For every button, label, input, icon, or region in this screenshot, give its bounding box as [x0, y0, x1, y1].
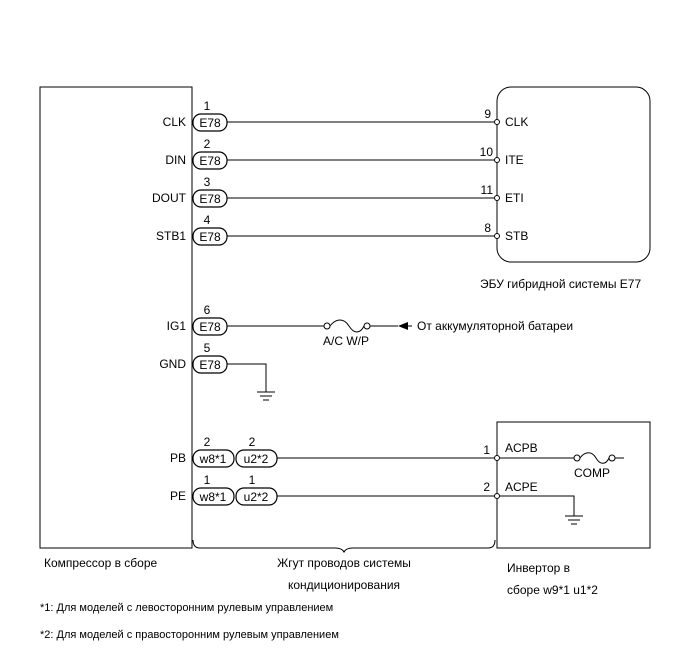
connector-label-u2-pb: u2*2 — [244, 452, 269, 466]
compressor-label: Компрессор в сборе — [44, 556, 158, 570]
harness-label-line1: Жгут проводов системы — [277, 556, 411, 570]
ecu-pin-number-11: 11 — [481, 183, 494, 197]
pin-number-stb1: 4 — [204, 213, 211, 227]
battery-label: От аккумуляторной батареи — [417, 319, 573, 333]
harness-bracket — [192, 539, 496, 554]
connector-label-stb1: E78 — [199, 230, 221, 244]
fuse-ac-wp-icon — [323, 319, 371, 333]
ecu-pin-number-10: 10 — [480, 145, 494, 159]
arrow-left-icon — [398, 322, 408, 330]
pin-label-gnd: GND — [159, 357, 186, 371]
pin-label-stb1: STB1 — [156, 229, 186, 243]
connector-w8-pe — [192, 487, 235, 506]
connector-label-w8-pb: w8*1 — [199, 452, 227, 466]
pin-label-din: DIN — [165, 153, 186, 167]
row-din: DIN 2 E78 10 ITE — [165, 137, 524, 170]
pin-number-u2-pb: 2 — [249, 435, 256, 449]
pin-label-clk: CLK — [163, 115, 186, 129]
ground-icon — [565, 515, 583, 525]
terminal-inverter-1 — [494, 455, 500, 461]
pin-label-ig1: IG1 — [167, 319, 187, 333]
pin-label-pe: PE — [170, 489, 186, 503]
ecu-pin-label-eti: ETI — [505, 191, 524, 205]
inverter-pin-number-2: 2 — [483, 480, 490, 494]
pin-number-ig1: 6 — [204, 303, 211, 317]
footnote-2: *2: Для моделей с правосторонним рулевым… — [40, 629, 339, 641]
inverter-label-line2: сборе w9*1 u1*2 — [507, 583, 598, 597]
ground-icon — [257, 391, 275, 401]
inverter-box — [496, 421, 651, 549]
pin-label-dout: DOUT — [152, 191, 187, 205]
terminal-ecu-8 — [494, 233, 500, 239]
fuse-comp-label: COMP — [574, 466, 610, 480]
connector-label-u2-pe: u2*2 — [244, 490, 269, 504]
connector-label-ig1: E78 — [199, 320, 221, 334]
ecu-pin-label-clk: CLK — [505, 115, 528, 129]
connector-label-clk: E78 — [199, 116, 221, 130]
row-stb1: STB1 4 E78 8 STB — [156, 213, 528, 246]
fuse-ac-wp-label: A/C W/P — [323, 334, 369, 348]
ecu-label: ЭБУ гибридной системы E77 — [480, 277, 641, 291]
terminal-ecu-9 — [494, 119, 500, 125]
inverter-pin-label-acpe: ACPE — [505, 480, 538, 494]
inverter-pin-number-1: 1 — [483, 443, 490, 457]
ecu-pin-label-stb: STB — [505, 229, 528, 243]
connector-label-din: E78 — [199, 154, 221, 168]
row-clk: CLK 1 E78 9 CLK — [163, 99, 528, 132]
pin-number-dout: 3 — [204, 175, 211, 189]
connector-label-dout: E78 — [199, 192, 221, 206]
footnote-1: *1: Для моделей с левосторонним рулевым … — [40, 602, 333, 614]
row-pb: PB 2 w8*1 2 u2*2 1 ACPB COMP — [170, 435, 624, 480]
wire-gnd — [227, 363, 267, 392]
inverter-label-line1: Инвертор в — [507, 561, 570, 575]
connector-w8-pb — [192, 449, 235, 468]
row-ig1: IG1 6 E78 От аккумуляторной батареи A/C … — [167, 303, 573, 348]
row-pe: PE 1 w8*1 1 u2*2 2 ACPE — [170, 473, 583, 525]
terminal-inverter-2 — [494, 493, 500, 499]
row-dout: DOUT 3 E78 11 ETI — [152, 175, 524, 208]
connector-label-w8-pe: w8*1 — [199, 490, 227, 504]
terminal-ecu-11 — [494, 195, 500, 201]
inverter-pin-label-acpb: ACPB — [505, 441, 538, 455]
pin-number-gnd: 5 — [204, 341, 211, 355]
ecu-box — [496, 86, 651, 263]
compressor-box — [39, 86, 193, 549]
row-gnd: GND 5 E78 — [159, 341, 275, 401]
ecu-pin-label-ite: ITE — [505, 153, 524, 167]
pin-number-clk: 1 — [204, 99, 211, 113]
pin-number-din: 2 — [204, 137, 211, 151]
terminal-ecu-10 — [494, 157, 500, 163]
pin-number-pe: 1 — [204, 473, 211, 487]
ecu-pin-number-8: 8 — [484, 221, 491, 235]
pin-number-pb: 2 — [204, 435, 211, 449]
pin-number-u2-pe: 1 — [249, 473, 256, 487]
harness-label-line2: кондиционирования — [288, 578, 400, 592]
pin-label-pb: PB — [170, 451, 186, 465]
fuse-comp-icon — [573, 452, 616, 464]
ecu-pin-number-9: 9 — [484, 107, 491, 121]
connector-label-gnd: E78 — [199, 358, 221, 372]
